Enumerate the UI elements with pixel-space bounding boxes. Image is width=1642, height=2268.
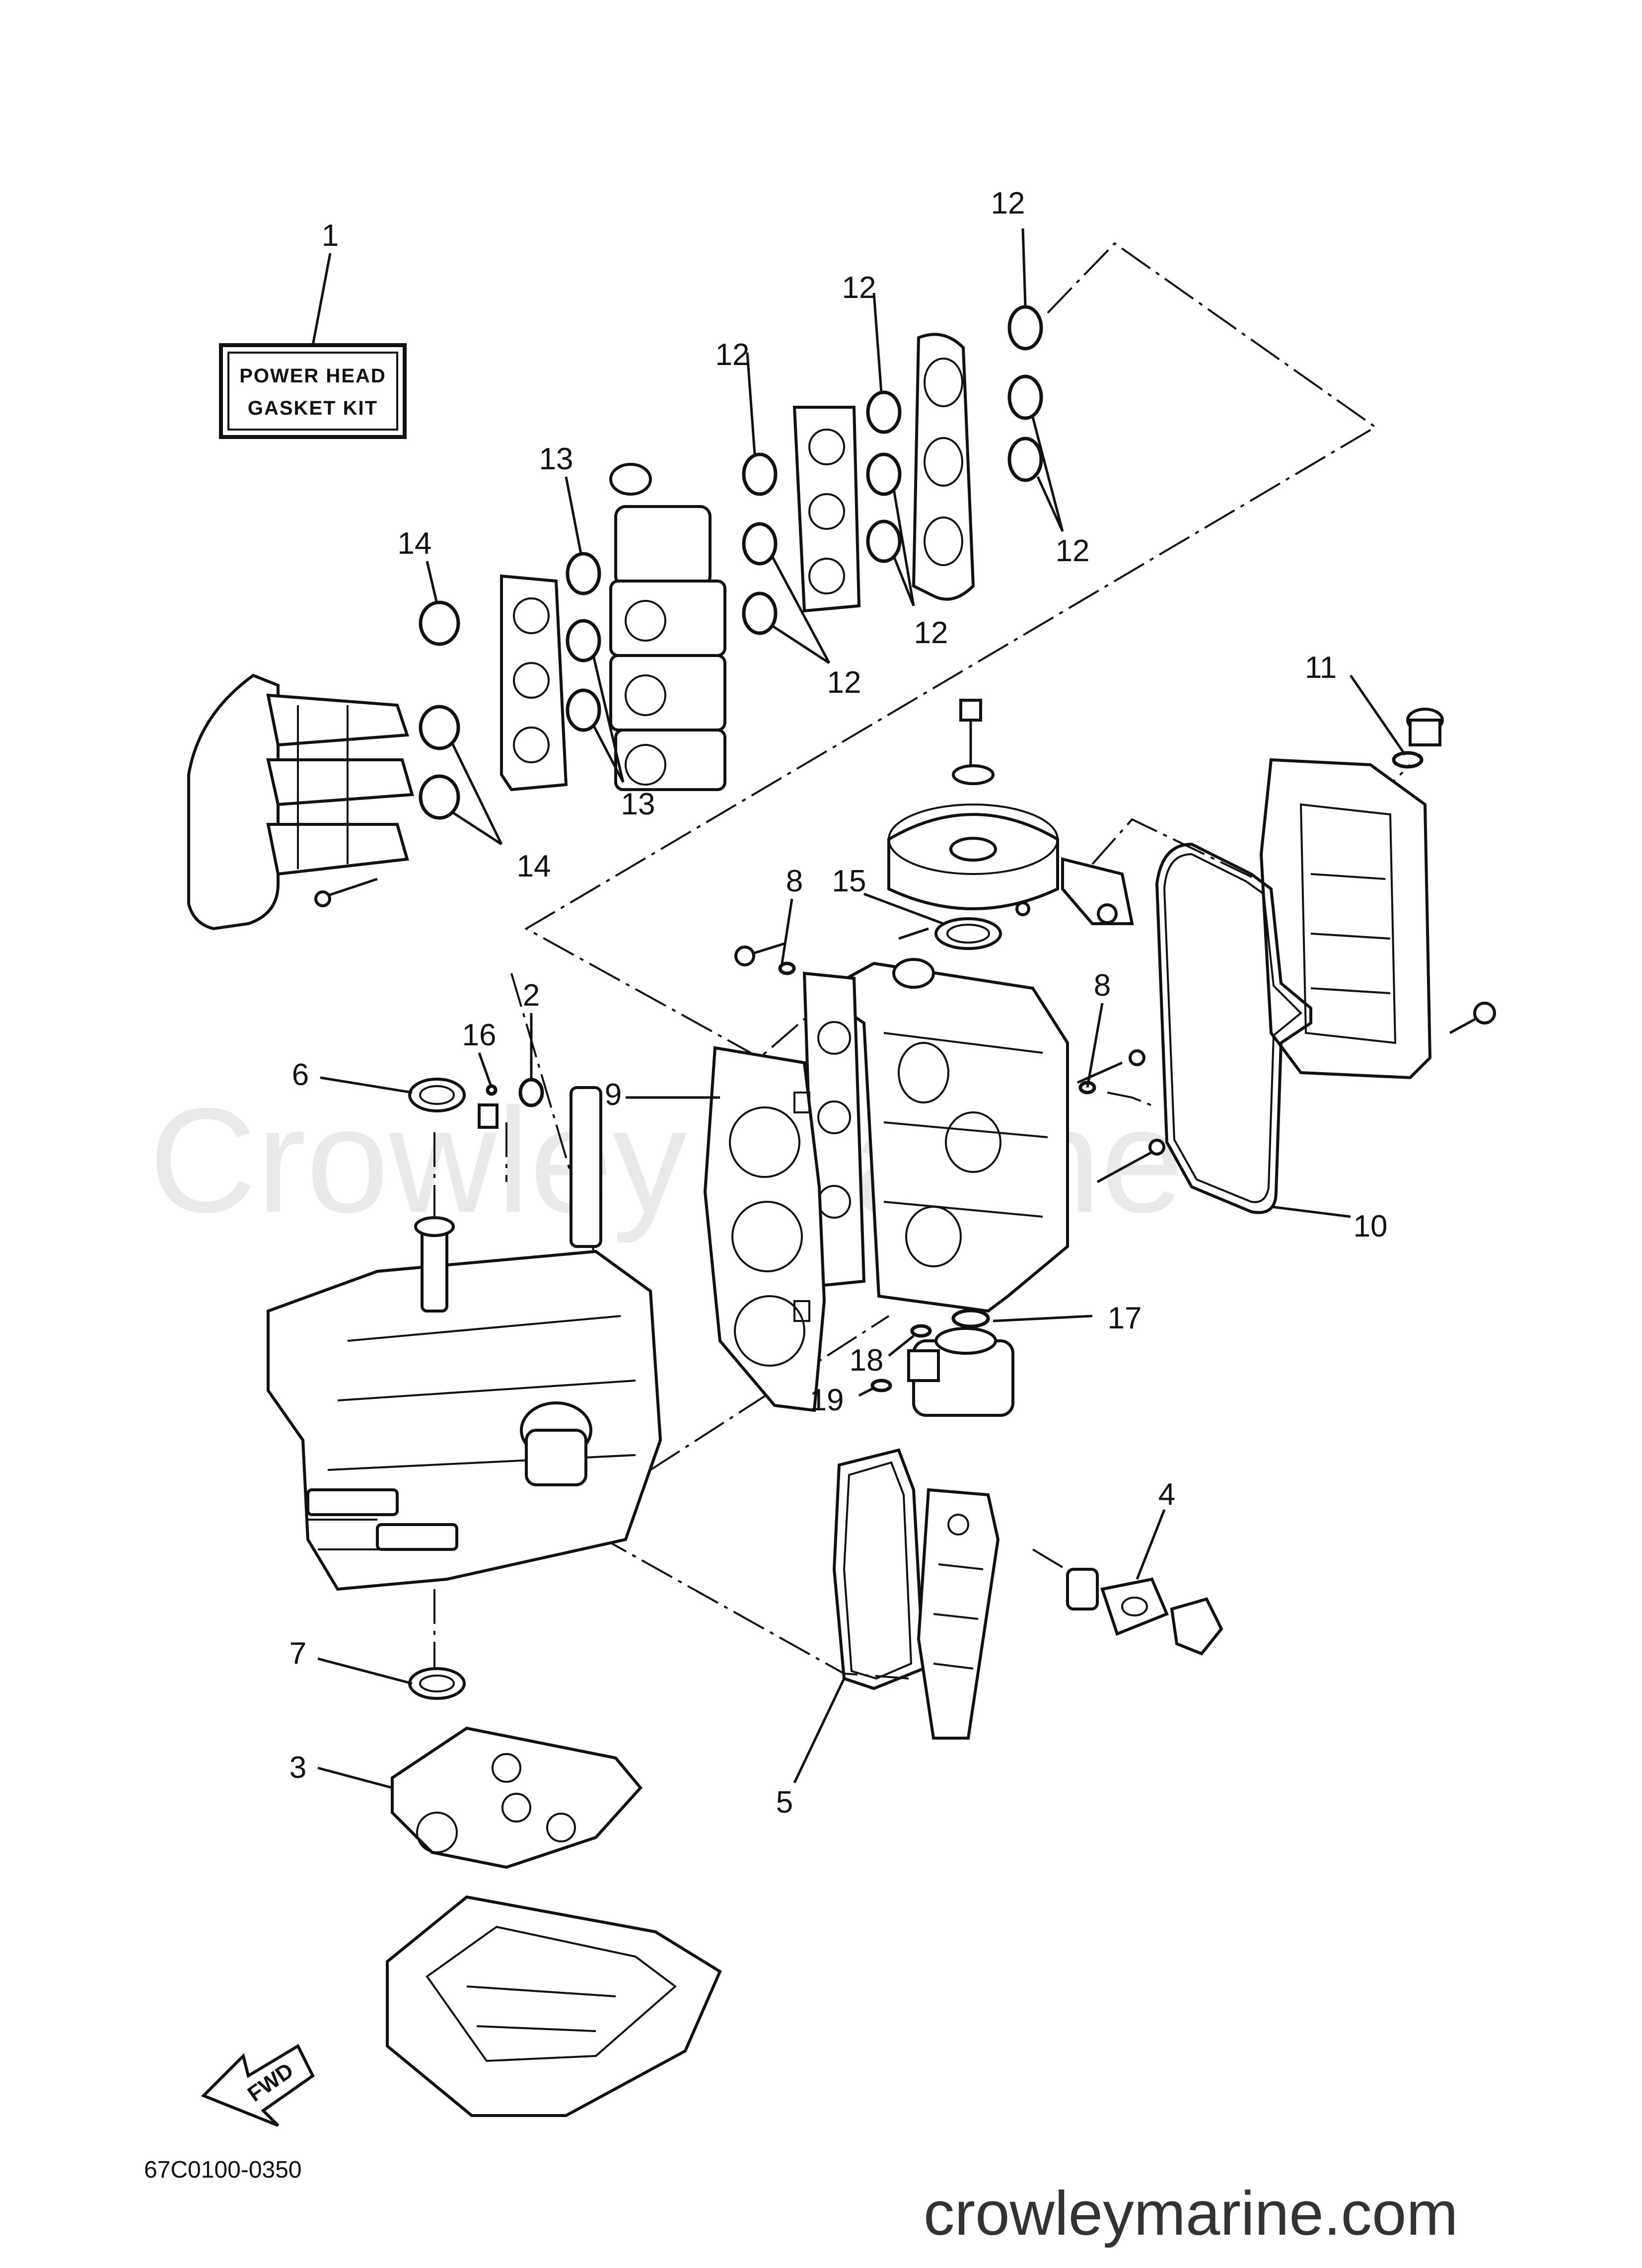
callout-12c: 12 bbox=[715, 338, 750, 372]
callout-14a: 14 bbox=[398, 526, 432, 561]
callout-9: 9 bbox=[605, 1078, 622, 1112]
callout-7: 7 bbox=[289, 1636, 306, 1671]
pulser-bracket bbox=[1015, 857, 1134, 925]
callout-12d: 12 bbox=[1056, 534, 1090, 568]
callout-12f: 12 bbox=[827, 665, 861, 700]
o-rings-14 bbox=[419, 600, 460, 820]
callout-13b: 13 bbox=[621, 787, 655, 821]
exhaust-cover-gasket-5 bbox=[832, 1448, 926, 1690]
cylinder-block bbox=[267, 1086, 662, 1591]
exhaust-guide bbox=[386, 1895, 722, 2117]
carburetor-joint-plate bbox=[792, 406, 861, 613]
fwd-arrow-icon: FWD bbox=[201, 2044, 315, 2127]
intake-spacer-plate bbox=[500, 574, 568, 792]
intake-manifold bbox=[187, 673, 414, 931]
callout-12e: 12 bbox=[914, 616, 948, 650]
kit-box-line1: POWER HEAD bbox=[239, 365, 386, 387]
drain-plug-16 bbox=[478, 1084, 499, 1129]
callout-17: 17 bbox=[1108, 1301, 1142, 1335]
intake-gasket-plate bbox=[912, 333, 975, 601]
callout-12a: 12 bbox=[991, 186, 1025, 220]
leader-lines bbox=[317, 228, 1407, 1789]
callout-5: 5 bbox=[776, 1785, 793, 1820]
oil-seal-7 bbox=[408, 1667, 466, 1700]
callout-numbers: 1 2 3 4 5 6 7 8 8 9 10 11 12 12 12 12 12… bbox=[289, 186, 1388, 1820]
callout-2: 2 bbox=[523, 978, 540, 1013]
callout-14b: 14 bbox=[517, 849, 551, 883]
callout-6: 6 bbox=[292, 1058, 309, 1092]
o-rings-12 bbox=[742, 305, 1043, 635]
oil-seal-15 bbox=[934, 917, 1002, 950]
callout-8a: 8 bbox=[786, 864, 803, 898]
callout-4: 4 bbox=[1158, 1477, 1175, 1512]
carburetor-assembly bbox=[609, 463, 726, 791]
flywheel bbox=[887, 699, 1059, 910]
callout-16: 16 bbox=[462, 1018, 497, 1052]
callout-18: 18 bbox=[850, 1343, 884, 1378]
gasket-kit-box: POWER HEAD GASKET KIT bbox=[219, 343, 407, 439]
site-url: crowleymarine.com bbox=[924, 2179, 1458, 2248]
callout-19: 19 bbox=[810, 1383, 844, 1417]
exhaust-cover bbox=[917, 1488, 1000, 1740]
callout-12b: 12 bbox=[842, 271, 876, 305]
callout-10: 10 bbox=[1354, 1209, 1388, 1244]
callout-11: 11 bbox=[1305, 651, 1337, 685]
cover-gasket-10 bbox=[1155, 842, 1312, 1214]
callout-1: 1 bbox=[322, 219, 339, 253]
head-gasket-9 bbox=[703, 1046, 826, 1412]
callout-3: 3 bbox=[289, 1751, 306, 1785]
kit-box-line2: GASKET KIT bbox=[248, 397, 378, 419]
cylinder-head-cover bbox=[1259, 708, 1496, 1080]
water-pump bbox=[870, 1309, 1014, 1417]
callout-15: 15 bbox=[832, 864, 866, 898]
thermostat-assembly bbox=[1066, 1568, 1223, 1656]
callout-13a: 13 bbox=[539, 442, 573, 476]
diagram-code: 67C0100-0350 bbox=[144, 2157, 302, 2183]
callout-8b: 8 bbox=[1094, 968, 1111, 1003]
cylinder-head bbox=[802, 958, 1069, 1313]
lower-gasket-3 bbox=[391, 1726, 643, 1869]
oil-seal-6 bbox=[408, 1078, 466, 1112]
o-rings-13 bbox=[566, 552, 601, 732]
